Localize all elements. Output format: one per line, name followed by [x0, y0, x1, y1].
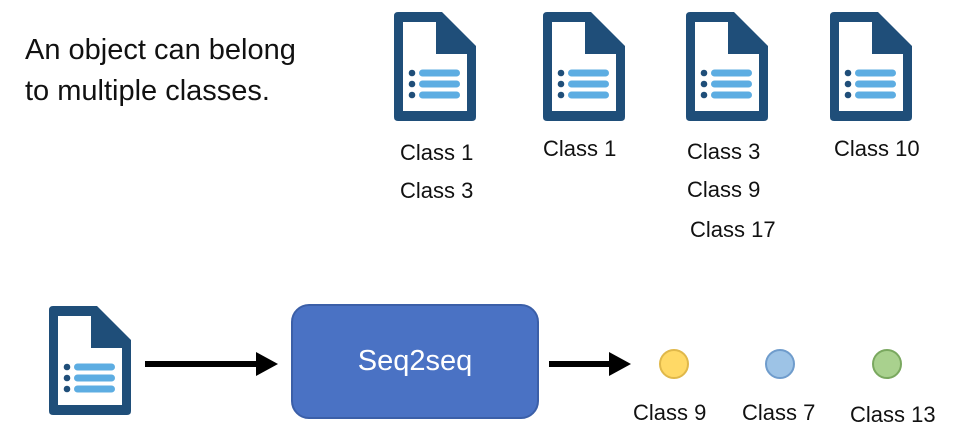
- class-label: Class 3: [400, 178, 474, 203]
- arrow-head: [256, 352, 278, 376]
- class-9-dot: [659, 349, 689, 379]
- class-label: Class 1: [400, 140, 474, 165]
- document-list-icon: [543, 12, 625, 121]
- output-class-label: Class 7: [742, 400, 816, 425]
- doc-3-classes: Class 3 Class 9 Class 17: [687, 133, 776, 249]
- document-icon-4: [826, 10, 916, 125]
- document-list-icon: [394, 12, 476, 121]
- document-icon-1: [390, 10, 480, 125]
- class-label: Class 9: [687, 177, 761, 202]
- intro-line-1: An object can belong: [25, 34, 296, 66]
- arrow-line: [549, 361, 611, 367]
- arrow-line: [145, 361, 258, 367]
- input-document-icon: [45, 304, 135, 419]
- doc-4-classes: Class 10: [834, 130, 920, 168]
- document-icon-2: [539, 10, 629, 125]
- class-label: Class 3: [687, 139, 761, 164]
- document-list-icon: [830, 12, 912, 121]
- class-label: Class 10: [834, 136, 920, 161]
- seq2seq-model-box: Seq2seq: [291, 304, 539, 419]
- class-13-dot: [872, 349, 902, 379]
- class-label: Class 17: [690, 217, 776, 242]
- class-7-dot: [765, 349, 795, 379]
- arrow-head: [609, 352, 631, 376]
- document-list-icon: [49, 306, 131, 415]
- document-list-icon: [686, 12, 768, 121]
- class-label: Class 1: [543, 136, 617, 161]
- output-class-label: Class 13: [850, 402, 936, 427]
- model-label: Seq2seq: [357, 345, 473, 377]
- doc-1-classes: Class 1 Class 3: [400, 134, 473, 210]
- document-icon-3: [682, 10, 772, 125]
- intro-line-2: to multiple classes.: [25, 75, 270, 107]
- doc-2-classes: Class 1: [543, 130, 616, 168]
- intro-text: An object can belong to multiple classes…: [25, 30, 365, 112]
- output-class-label: Class 9: [633, 400, 707, 425]
